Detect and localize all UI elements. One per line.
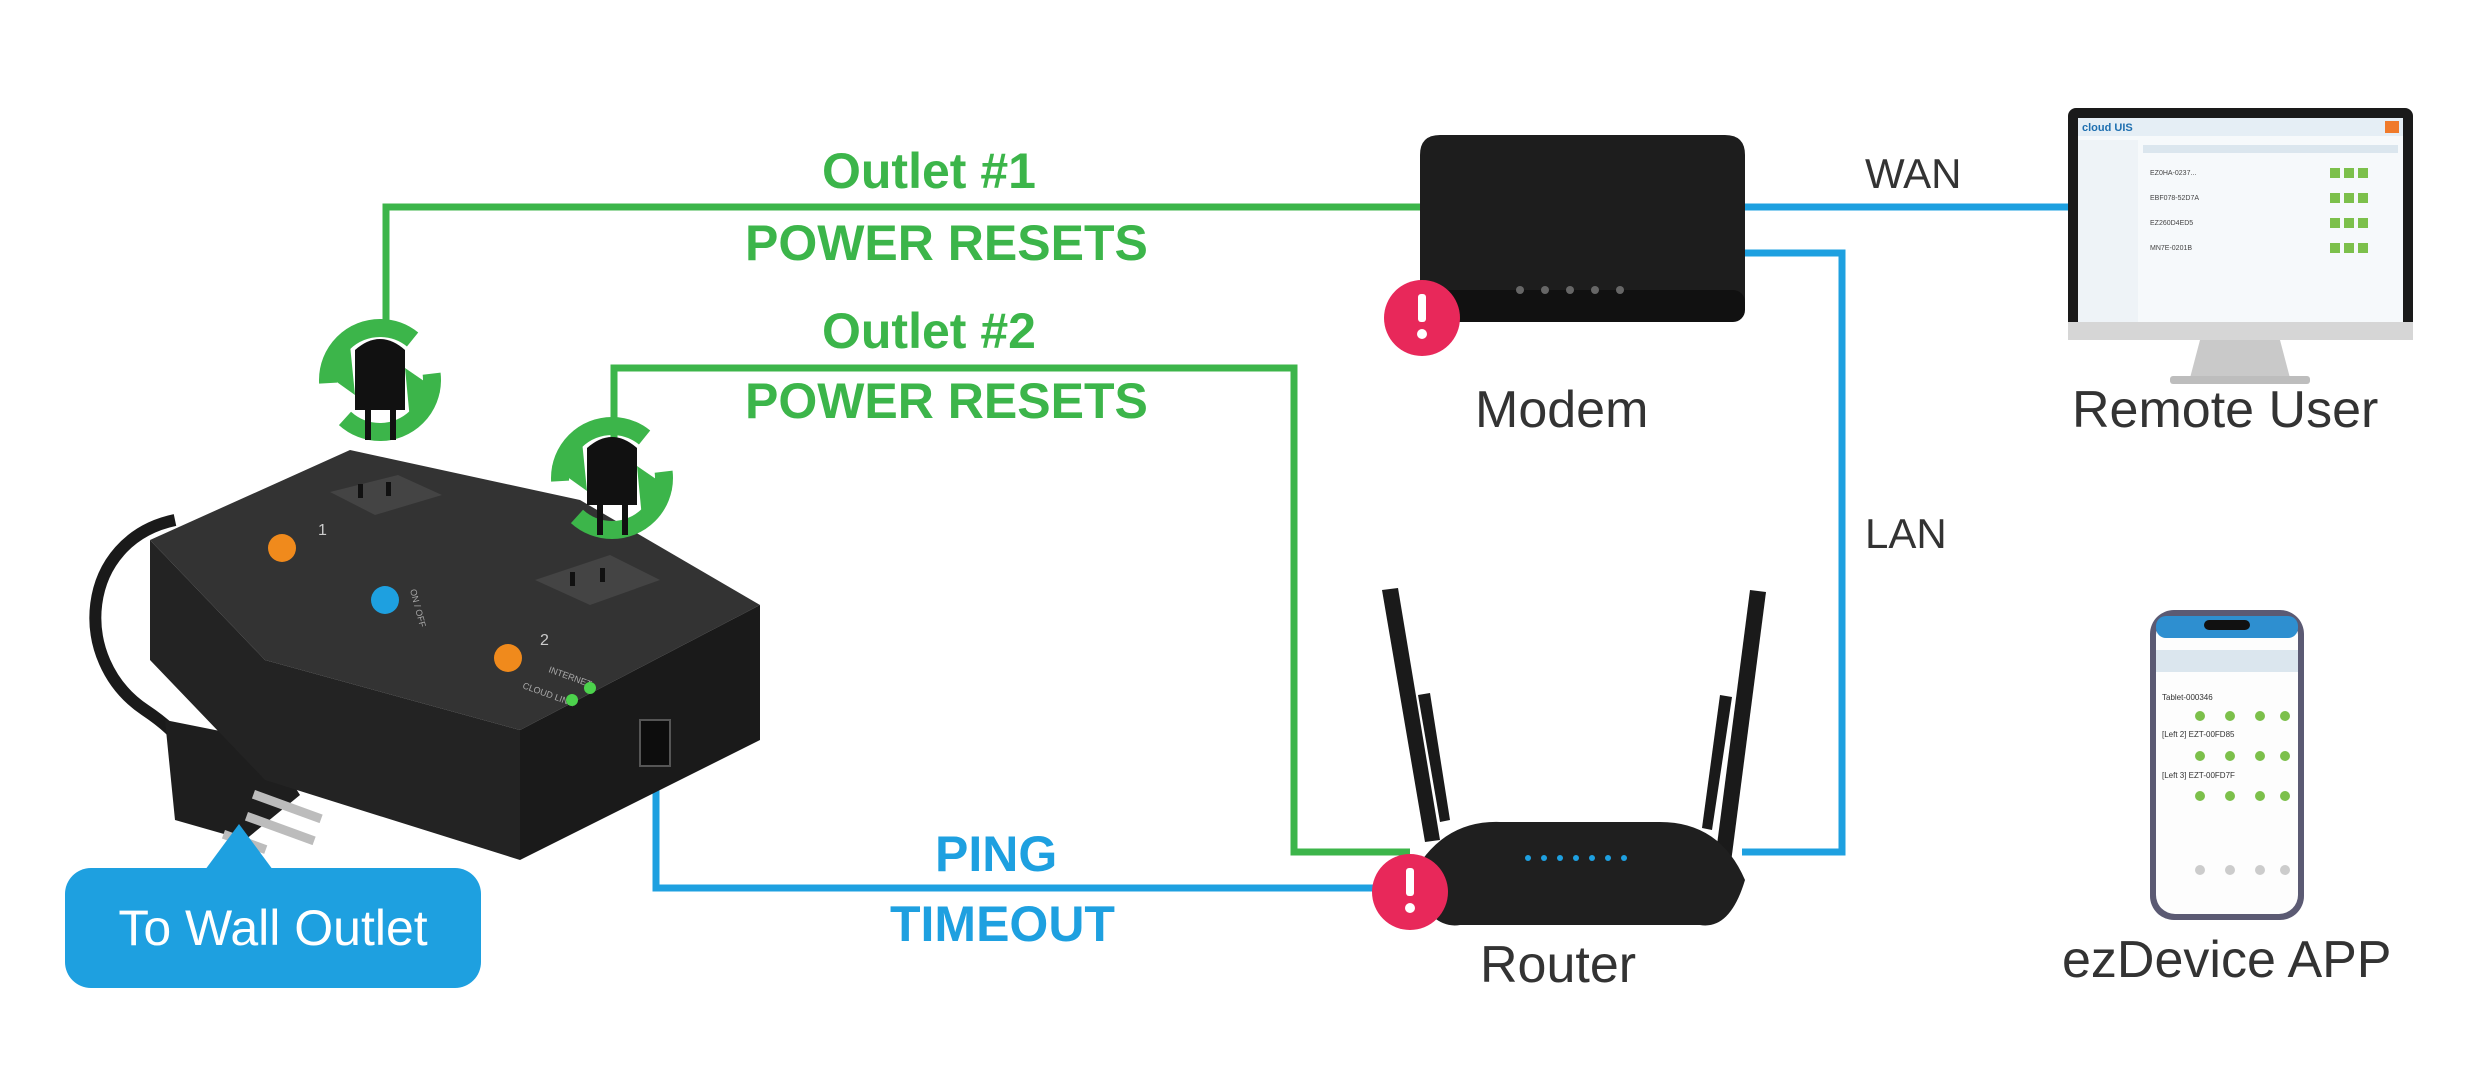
ethernet-port [639, 719, 671, 767]
modem [1420, 135, 1745, 322]
outlet-1-socket [330, 475, 442, 515]
remote-user-monitor: cloud UIS EZ0HA-0237... EBF078-52D7A EZ2… [2068, 108, 2413, 384]
outlet-2-socket [535, 555, 660, 605]
strip-top [150, 450, 760, 730]
monitor-row: EBF078-52D7A [2150, 195, 2199, 202]
outlet-2-reset-icon [551, 417, 673, 539]
outlet-2-number: 2 [540, 632, 549, 649]
monitor-brand: cloud UIS [2082, 122, 2133, 134]
wall-outlet-callout: To Wall Outlet [65, 824, 481, 988]
monitor-row: MN7E-0201B [2150, 245, 2192, 252]
outlet-1-number: 1 [318, 522, 327, 539]
outlet2-subtitle: POWER RESETS [745, 373, 1148, 429]
ezdevice-phone: Tablet-000346 [Left 2] EZT-00FD85 [Left … [2150, 610, 2304, 920]
cloud-link-led [566, 694, 578, 706]
wall-outlet-label: To Wall Outlet [118, 900, 428, 956]
modem-alert-icon [1384, 280, 1460, 356]
phone-row: [Left 2] EZT-00FD85 [2162, 730, 2235, 739]
outlet-1-reset-icon [319, 319, 441, 441]
ezdevice-app-label: ezDevice APP [2062, 931, 2392, 989]
outlet1-power-line [382, 203, 1425, 330]
router-antenna [1702, 695, 1732, 830]
internet-led [584, 682, 596, 694]
wan-label: WAN [1865, 150, 1962, 197]
ping-title: PING [935, 826, 1058, 882]
outlet-2-indicator [494, 644, 522, 672]
ping-subtitle: TIMEOUT [890, 896, 1115, 952]
on-off-button [371, 586, 399, 614]
monitor-row: EZ260D4ED5 [2150, 220, 2193, 227]
lan-label: LAN [1865, 510, 1947, 557]
outlet2-title: Outlet #2 [822, 303, 1036, 359]
strip-front [150, 540, 520, 860]
modem-label: Modem [1475, 381, 1649, 439]
monitor-row: EZ0HA-0237... [2150, 170, 2196, 177]
outlet2-power-line [610, 364, 1410, 856]
router-label: Router [1480, 936, 1637, 994]
outlet-1-indicator [268, 534, 296, 562]
connection-lines [382, 203, 2080, 892]
power-strip: 1 2 ON / OFF INTERNET CLOUD LINK [89, 450, 760, 860]
router-alert-icon [1372, 854, 1448, 930]
remote-user-label: Remote User [2072, 381, 2379, 439]
ping-line [652, 770, 1395, 892]
outlet1-title: Outlet #1 [822, 143, 1036, 199]
router [1382, 588, 1766, 926]
router-antenna [1382, 588, 1440, 842]
router-antenna [1418, 693, 1450, 822]
router-antenna [1714, 590, 1766, 870]
phone-row: [Left 3] EZT-00FD7F [2162, 771, 2235, 780]
outlet1-subtitle: POWER RESETS [745, 215, 1148, 271]
phone-row: Tablet-000346 [2162, 693, 2213, 702]
lan-line [1742, 249, 1846, 856]
